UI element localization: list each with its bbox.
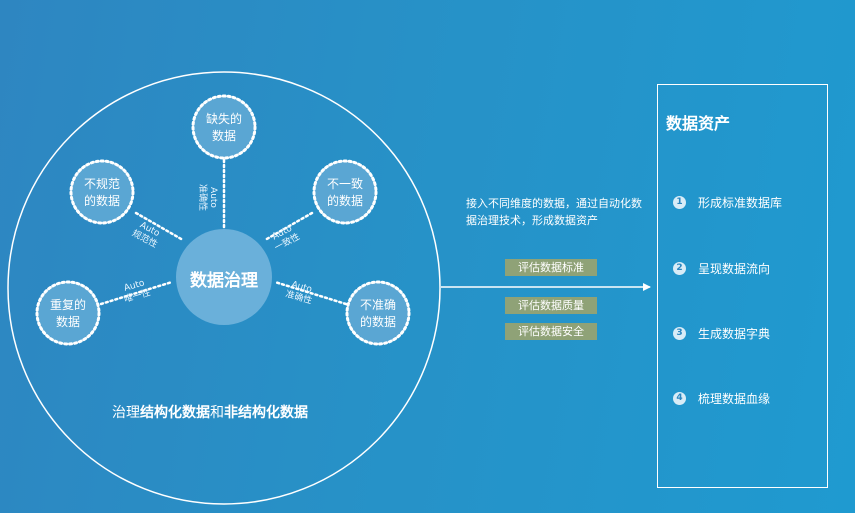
- node-inconsistent-line2: 的数据: [326, 194, 363, 208]
- node-inaccurate-label: 不准确 的数据: [348, 297, 408, 331]
- auto-missing-attr: 准确性: [197, 184, 207, 212]
- asset-item-2-number: 2: [673, 262, 686, 275]
- asset-item-2: 2 呈现数据流向: [673, 260, 770, 277]
- center-label: 数据治理: [190, 271, 258, 291]
- connector-duplicate: [99, 280, 174, 306]
- circle-caption: 治理结构化数据和非结构化数据: [112, 402, 308, 422]
- asset-item-3: 3 生成数据字典: [673, 325, 770, 342]
- asset-item-3-label: 生成数据字典: [698, 327, 771, 341]
- node-duplicate-circle: [35, 280, 101, 346]
- node-inaccurate-circle: [345, 280, 411, 346]
- node-missing-line1: 缺失的: [205, 112, 242, 126]
- outer-circle: [7, 71, 441, 505]
- node-duplicate-label: 重复的 数据: [38, 297, 98, 331]
- node-inconsistent-line1: 不一致: [326, 177, 363, 191]
- asset-item-3-number: 3: [673, 327, 686, 340]
- node-missing-label: 缺失的 数据: [194, 111, 254, 145]
- assets-panel: [657, 84, 828, 488]
- caption-prefix: 治理: [112, 405, 140, 421]
- caption-bold2: 非结构化数据: [224, 405, 308, 421]
- node-nonstandard-line1: 不规范: [83, 177, 120, 191]
- center-circle: [176, 229, 272, 325]
- node-duplicate-line1: 重复的: [49, 298, 86, 312]
- asset-item-4: 4 梳理数据血缘: [673, 390, 770, 407]
- asset-item-1-label: 形成标准数据库: [698, 196, 783, 210]
- node-missing-line2: 数据: [211, 129, 236, 143]
- asset-item-4-label: 梳理数据血缘: [698, 392, 771, 406]
- node-duplicate-line2: 数据: [55, 315, 80, 329]
- flow-arrow-head: [643, 283, 651, 291]
- tag-quality: 评估数据质量: [505, 297, 597, 314]
- arrow-description: 接入不同维度的数据，通过自动化数据治理技术，形成数据资产: [466, 197, 642, 227]
- node-missing-circle: [191, 94, 257, 160]
- tag-standard: 评估数据标准: [505, 259, 597, 276]
- assets-title: 数据资产: [666, 114, 731, 133]
- auto-missing: Auto 准确性: [196, 184, 218, 211]
- asset-item-2-label: 呈现数据流向: [698, 262, 771, 276]
- node-inconsistent-label: 不一致 的数据: [315, 176, 375, 210]
- node-inaccurate-line2: 的数据: [359, 315, 396, 329]
- connector-inaccurate: [273, 280, 348, 306]
- asset-item-1: 1 形成标准数据库: [673, 194, 782, 211]
- node-inaccurate-line1: 不准确: [359, 298, 396, 312]
- caption-mid: 和: [210, 405, 224, 421]
- node-nonstandard-label: 不规范 的数据: [72, 176, 132, 210]
- tag-security: 评估数据安全: [505, 323, 597, 340]
- connector-nonstandard: [134, 211, 185, 242]
- asset-item-4-number: 4: [673, 392, 686, 405]
- auto-missing-word: Auto: [208, 187, 218, 208]
- node-nonstandard-circle: [69, 159, 135, 225]
- connector-inconsistent: [263, 211, 314, 242]
- node-inconsistent-circle: [312, 159, 378, 225]
- caption-bold1: 结构化数据: [140, 405, 210, 421]
- asset-item-1-number: 1: [673, 196, 686, 209]
- node-nonstandard-line2: 的数据: [83, 194, 120, 208]
